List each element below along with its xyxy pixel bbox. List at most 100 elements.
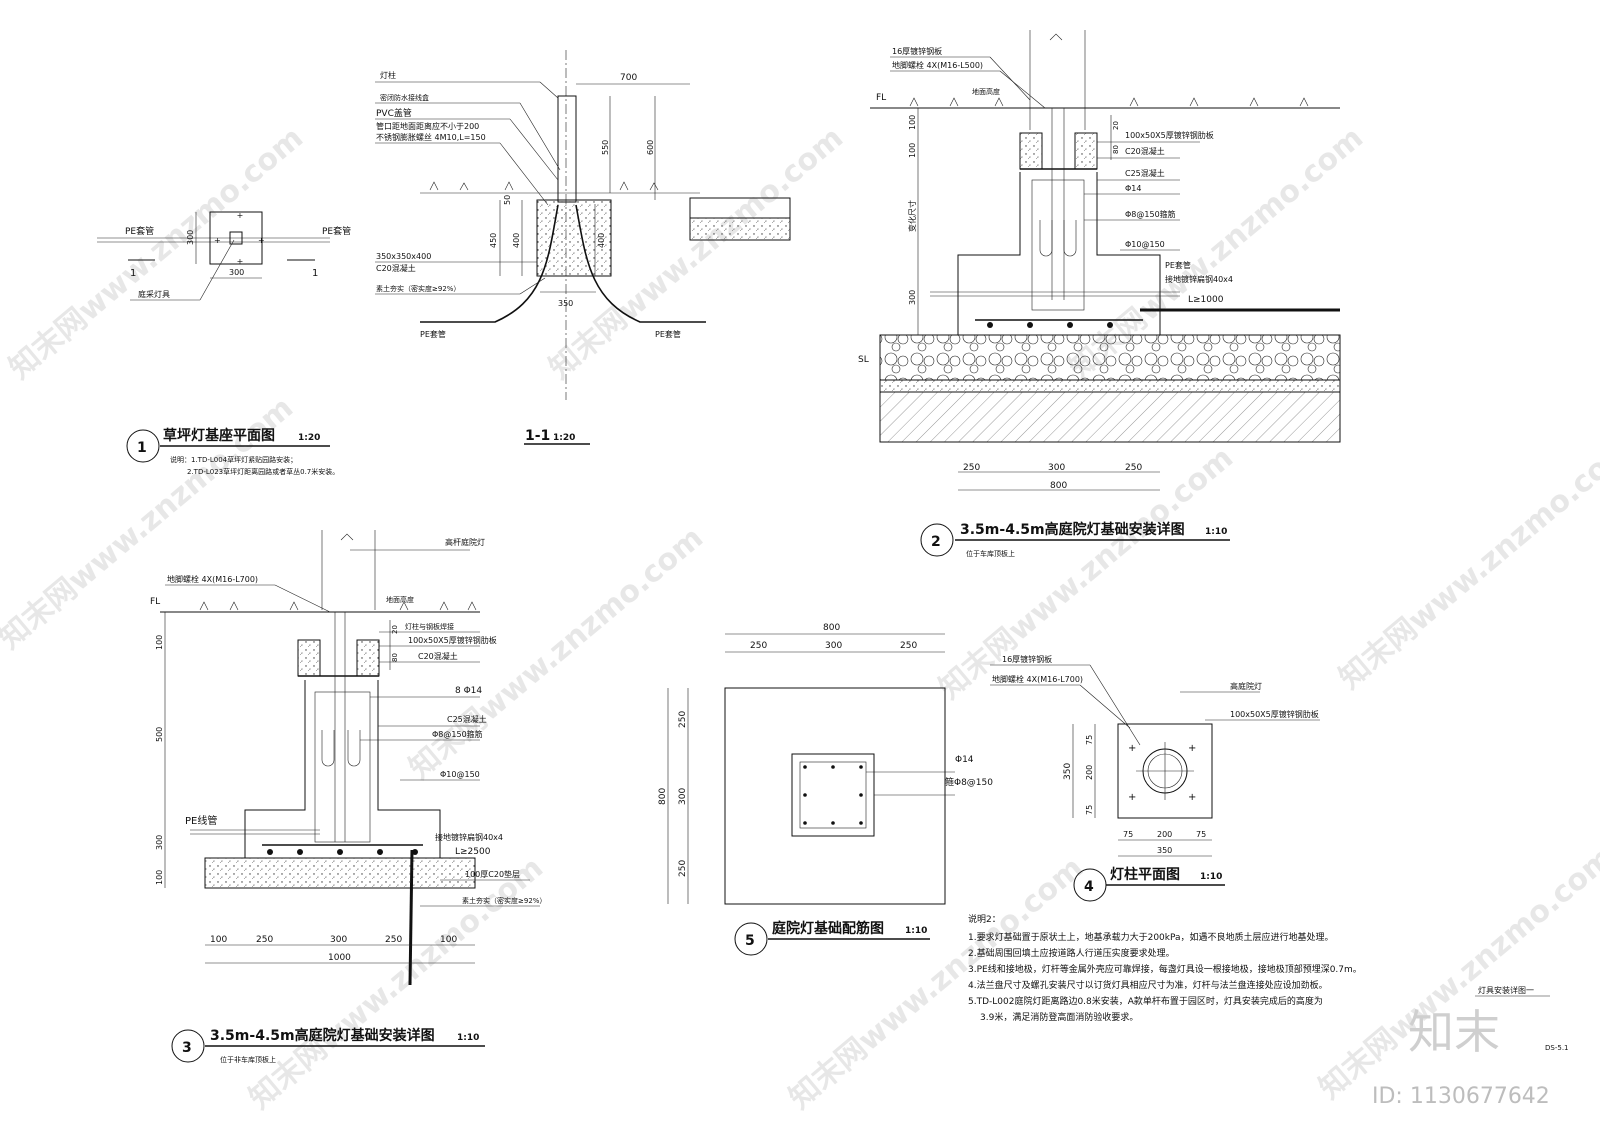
detail-title: 3.5m-4.5m高庭院灯基础安装详图	[210, 1027, 435, 1044]
dim-text: 800	[1050, 481, 1067, 491]
callout-label: Φ14	[1125, 184, 1141, 193]
callout-label: Φ10@150	[440, 770, 480, 779]
dim-text: 250	[678, 711, 688, 728]
dim-text: 350	[558, 299, 573, 308]
dim-text: 200	[1085, 765, 1094, 780]
dim-text: 250	[963, 463, 980, 473]
svg-text:+: +	[1128, 792, 1136, 803]
callout-label: PE线管	[185, 814, 217, 827]
detail-title: 灯柱平面图	[1110, 866, 1180, 883]
callout-label: 地脚螺栓 4X(M16-L500)	[892, 60, 983, 70]
detail-title: 3.5m-4.5m高庭院灯基础安装详图	[960, 521, 1185, 538]
sheet-label: 灯具安装详图一	[1478, 985, 1534, 995]
dim-text: 100	[155, 870, 164, 885]
level-mark: FL	[150, 597, 160, 607]
callout-label: 地面高度	[972, 87, 1000, 96]
dim-text: 350	[1063, 763, 1073, 780]
detail-5-plan: 800 250 300 250 800 250 300 250 Φ14 箍Φ8@…	[658, 623, 993, 956]
callout-label: Φ8@150箍筋	[1125, 209, 1176, 219]
dim-text: 600	[646, 140, 655, 155]
dim-text: 300	[330, 935, 347, 945]
pe-pipe-label: PE套管	[125, 225, 154, 237]
dim-text: 300	[186, 230, 195, 245]
dim-text: 300	[155, 835, 164, 850]
detail-scale: 1:20	[553, 433, 575, 443]
watermark-text: 知末网www.znzmo.com	[3, 120, 310, 386]
callout-label: 素土夯实（密实度≥92%）	[462, 896, 546, 905]
detail-sub: 位于车库顶板上	[966, 549, 1015, 558]
dim-text: 550	[601, 140, 610, 155]
svg-text:+: +	[1188, 792, 1196, 803]
dim-text: 100	[210, 935, 227, 945]
detail-scale: 1:20	[298, 433, 320, 443]
dim-text: 20	[391, 625, 399, 634]
level-mark: SL	[858, 355, 869, 365]
dim-text: 200	[1157, 830, 1172, 839]
dim-text: 350	[1157, 846, 1172, 855]
detail-number: 2	[931, 534, 941, 550]
section-mark: 1	[130, 268, 136, 279]
pe-pipe-label: PE套管	[322, 225, 351, 237]
dim-text: 75	[1085, 735, 1094, 745]
dim-text: 700	[620, 73, 637, 83]
dim-text: 300	[825, 641, 842, 651]
pe-pipe-label: PE套管	[655, 329, 681, 339]
dim-text: 250	[900, 641, 917, 651]
note-line: 4.法兰盘尺寸及螺孔安装尺寸以订货灯具相应尺寸为准，灯杆与法兰盘连接处应设加劲板…	[968, 979, 1328, 991]
callout-label: 接地镀锌扁钢40x4	[435, 832, 503, 842]
dim-text: 800	[823, 623, 840, 633]
dim-text: 100	[155, 635, 164, 650]
dim-text: 500	[155, 727, 164, 742]
callout-label: Φ8@150箍筋	[432, 729, 483, 739]
dim-text: 250	[750, 641, 767, 651]
dim-text: 250	[256, 935, 273, 945]
dim-text: 80	[391, 653, 399, 662]
title-block: 灯具安装详图一 DS-5.1 知末 ID: 1130677642	[1372, 985, 1569, 1109]
detail-scale: 1:10	[457, 1033, 479, 1043]
callout-label: 地脚螺栓 4X(M16-L700)	[167, 574, 258, 584]
callout-label: 100x50X5厚镀锌钢肋板	[1125, 130, 1214, 140]
svg-text:+: +	[214, 236, 221, 245]
callout-label: 100x50X5厚镀锌钢肋板	[1230, 709, 1319, 719]
callout-label: 16厚镀锌钢板	[1002, 654, 1052, 664]
callout-label: Φ10@150	[1125, 240, 1165, 249]
section-mark: 1	[312, 268, 318, 279]
dim-text: 300	[1048, 463, 1065, 473]
watermark-text: 知末网www.znzmo.com	[243, 850, 550, 1116]
svg-text:+: +	[1188, 743, 1196, 754]
dim-text: 变化尺寸	[907, 200, 917, 232]
callout-label: 管口距地面距离应不小于200	[376, 121, 479, 131]
detail-title: 1-1	[525, 428, 550, 444]
detail-2-section: FL SL 100 100 变化尺寸 300 20 80 250 300 250…	[858, 30, 1341, 558]
callout-label: 高杆庭院灯	[445, 537, 485, 547]
dim-text: 250	[385, 935, 402, 945]
id-label: ID: 1130677642	[1372, 1084, 1550, 1109]
callout-label: 8 Φ14	[455, 686, 482, 696]
general-notes: 说明2： 1.要求灯基础置于原状土上，地基承载力大于200kPa，如遇不良地质土…	[968, 913, 1362, 1023]
callout-label: C25混凝土	[447, 714, 487, 724]
svg-text:+: +	[1128, 743, 1136, 754]
detail-scale: 1:10	[905, 926, 927, 936]
lamp-label: 庭采灯具	[138, 289, 170, 299]
callout-label: Φ14	[955, 755, 974, 765]
detail-scale: 1:10	[1200, 872, 1222, 882]
note-line: 3.9米，满足消防登高面消防验收要求。	[980, 1011, 1138, 1023]
dim-text: 250	[1125, 463, 1142, 473]
dim-text: 80	[1112, 145, 1120, 154]
callout-label: 灯柱	[380, 70, 396, 80]
detail-4-plan: ++ ++ 350 75 200 75 75 200 75 350 16厚镀锌钢…	[990, 654, 1320, 902]
note-line: 5.TD-L002庭院灯距离路边0.8米安装，A款单杆布置于园区时，灯具安装完成…	[968, 995, 1323, 1007]
callout-label: 不锈钢膨胀螺丝 4M10,L=150	[376, 132, 486, 142]
detail-number: 1	[137, 440, 147, 456]
detail-sub: 位于非车库顶板上	[220, 1055, 276, 1064]
dim-text: 400	[597, 233, 606, 248]
pe-pipe-label: PE套管	[420, 329, 446, 339]
note-line: 2.基础周围回填土应按道路人行道压实度要求处理。	[968, 947, 1175, 959]
callout-label: C20混凝土	[376, 263, 416, 273]
dim-text: 20	[1112, 121, 1120, 130]
dim-text: 1000	[328, 953, 351, 963]
dim-text: 250	[678, 860, 688, 877]
callout-label: PVC盖管	[376, 107, 412, 119]
dim-text: 100	[908, 115, 917, 130]
